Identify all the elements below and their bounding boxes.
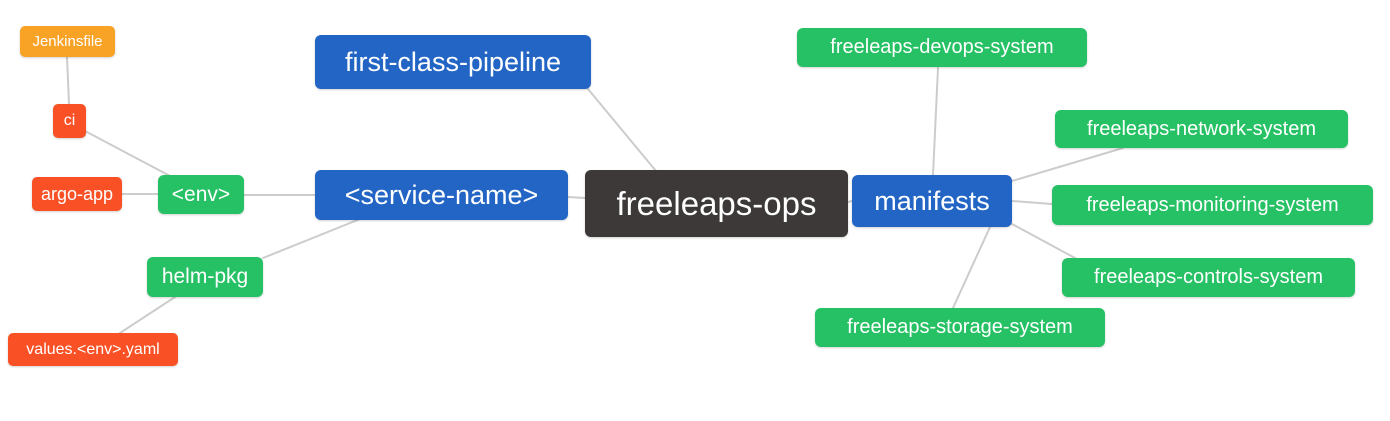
node-first-class-pipeline[interactable]: first-class-pipeline: [315, 35, 591, 89]
node-values-env-yaml[interactable]: values.<env>.yaml: [8, 333, 178, 366]
edge-helmpkg-values: [119, 296, 176, 334]
edge-fcp-root: [587, 88, 657, 172]
edge-manifests-storage: [952, 226, 991, 309]
node-freeleaps-storage-system[interactable]: freeleaps-storage-system: [815, 308, 1105, 347]
edge-servicename-root: [567, 196, 586, 199]
node-manifests[interactable]: manifests: [852, 175, 1012, 227]
edge-root-manifests: [847, 200, 853, 203]
node-service-name[interactable]: <service-name>: [315, 170, 568, 220]
node-jenkinsfile[interactable]: Jenkinsfile: [20, 26, 115, 57]
node-freeleaps-monitoring-system[interactable]: freeleaps-monitoring-system: [1052, 185, 1373, 225]
edge-manifests-monitoring: [1011, 200, 1053, 205]
node-freeleaps-devops-system[interactable]: freeleaps-devops-system: [797, 28, 1087, 67]
node-helm-pkg[interactable]: helm-pkg: [147, 257, 263, 297]
node-freeleaps-controls-system[interactable]: freeleaps-controls-system: [1062, 258, 1355, 297]
edge-servicename-helmpkg: [262, 218, 361, 259]
edge-jenkinsfile-ci: [66, 56, 70, 105]
edge-manifests-devops: [932, 67, 939, 176]
edge-manifests-network: [1011, 147, 1124, 182]
node-argo-app[interactable]: argo-app: [32, 177, 122, 211]
node-freeleaps-network-system[interactable]: freeleaps-network-system: [1055, 110, 1348, 148]
node-root-freeleaps-ops[interactable]: freeleaps-ops: [585, 170, 848, 237]
edge-manifests-controls: [1011, 223, 1076, 259]
node-ci[interactable]: ci: [53, 104, 86, 138]
edge-ci-env: [84, 130, 173, 178]
node-env[interactable]: <env>: [158, 175, 244, 214]
